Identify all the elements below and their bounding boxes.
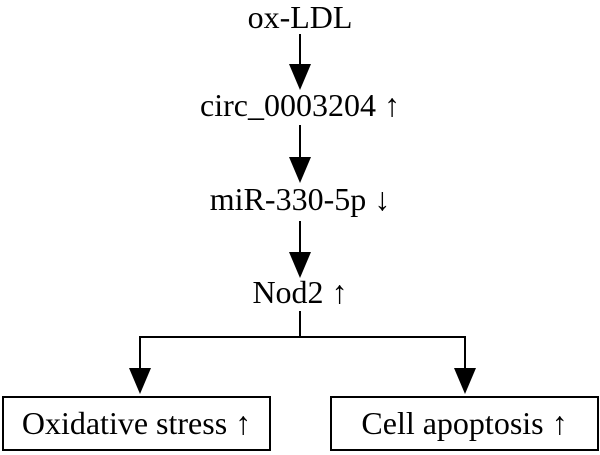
outcome-label-oxidative-stress: Oxidative stress ↑: [21, 405, 252, 441]
node-circ-0003204: circ_0003204 ↑: [200, 87, 400, 123]
arrowhead-down-icon: [454, 368, 476, 394]
outcome-box-cell-apoptosis: Cell apoptosis ↑: [330, 396, 599, 451]
arrowhead-down-icon: [289, 252, 311, 278]
branch-horizontal-line: [139, 336, 466, 338]
arrowhead-down-icon: [129, 368, 151, 394]
branch-stem-line: [299, 311, 301, 338]
arrowhead-down-icon: [289, 64, 311, 90]
arrow-nod2-to-oxidative-stress-stem: [139, 336, 141, 369]
node-ox-ldl: ox-LDL: [247, 0, 353, 35]
arrow-nod2-to-cell-apoptosis-stem: [464, 336, 466, 369]
arrow-mir-to-nod2-stem: [299, 221, 301, 253]
arrow-circ-to-mir-stem: [299, 125, 301, 158]
arrow-ox-ldl-to-circ-stem: [299, 34, 301, 65]
outcome-box-oxidative-stress: Oxidative stress ↑: [2, 396, 271, 451]
node-mir-330-5p: miR-330-5p ↓: [209, 181, 391, 217]
outcome-label-cell-apoptosis: Cell apoptosis ↑: [361, 405, 568, 441]
node-nod2: Nod2 ↑: [252, 274, 348, 310]
arrowhead-down-icon: [289, 157, 311, 183]
